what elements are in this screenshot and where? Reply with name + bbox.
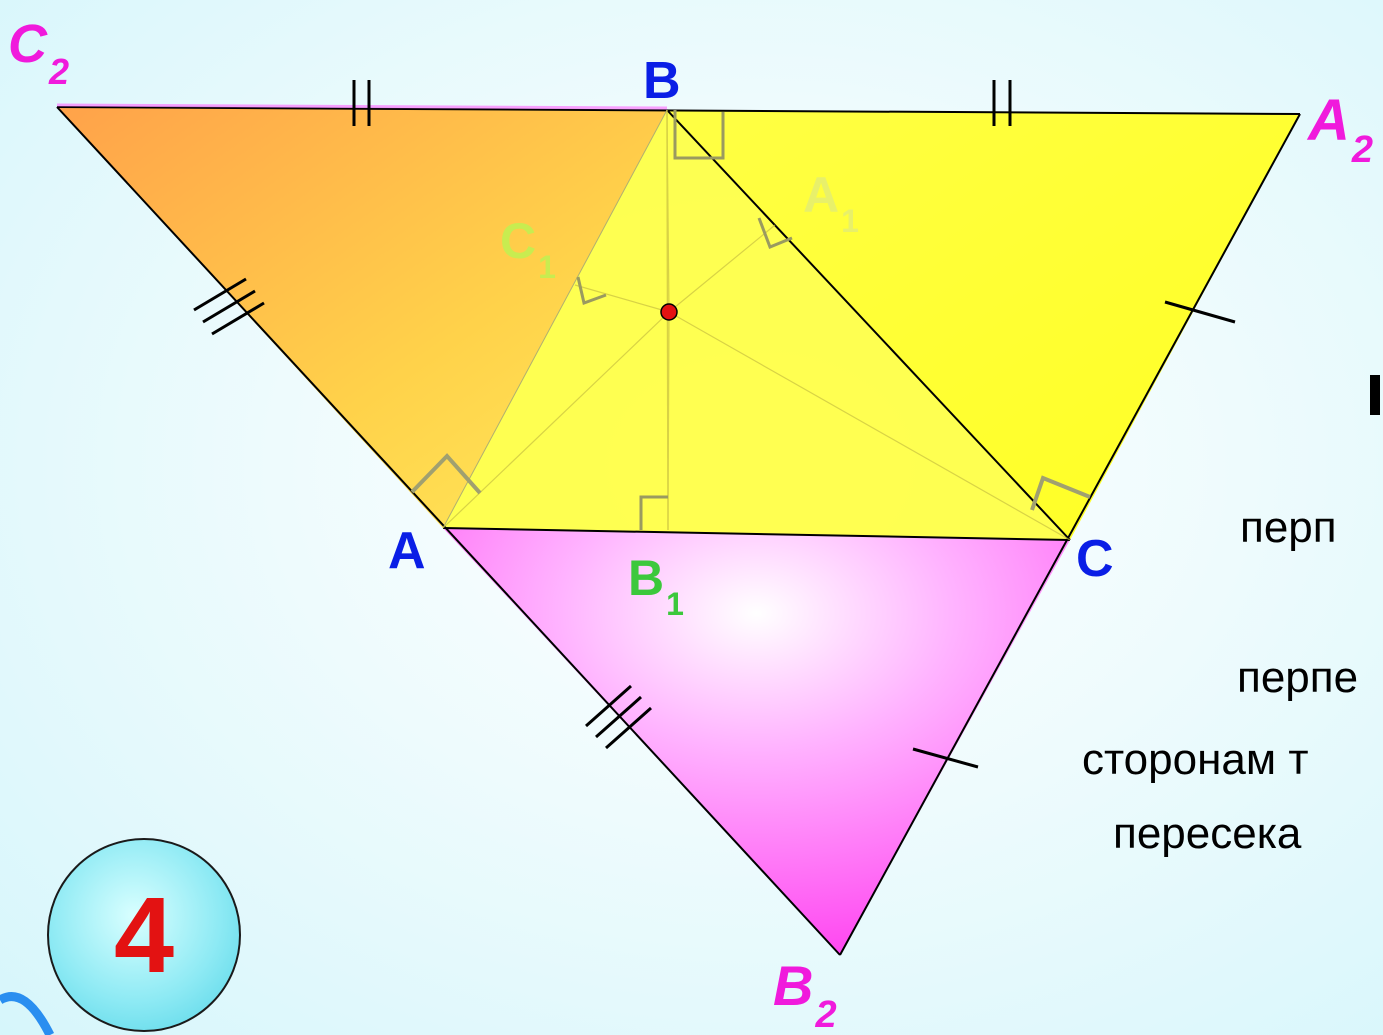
decorative-arc bbox=[0, 992, 55, 1035]
side-text-line3: перпе bbox=[1237, 653, 1359, 702]
label-c: C bbox=[1076, 530, 1114, 588]
label-a1: A1 bbox=[803, 167, 859, 239]
left-triangle bbox=[57, 107, 667, 528]
side-text-line5: пересека bbox=[1113, 809, 1302, 858]
slide-number: 4 bbox=[113, 874, 175, 995]
slide-number-badge: 4 bbox=[47, 838, 241, 1032]
label-a: A bbox=[388, 522, 426, 580]
label-a2: A2 bbox=[1306, 88, 1373, 171]
label-b2: B2 bbox=[773, 954, 837, 1035]
upper-right-triangle bbox=[667, 110, 1300, 540]
label-c2: C2 bbox=[8, 14, 69, 92]
central-triangle bbox=[443, 110, 1070, 540]
label-c1: C1 bbox=[500, 213, 556, 285]
circumcenter-point bbox=[660, 303, 678, 321]
side-text-line1 bbox=[1370, 375, 1383, 423]
bottom-triangle bbox=[443, 528, 1070, 955]
label-b: B bbox=[643, 52, 681, 110]
side-text-line2: перп bbox=[1240, 503, 1337, 552]
side-text-line4: сторонам т bbox=[1082, 735, 1309, 784]
label-b1: B1 bbox=[628, 550, 684, 622]
